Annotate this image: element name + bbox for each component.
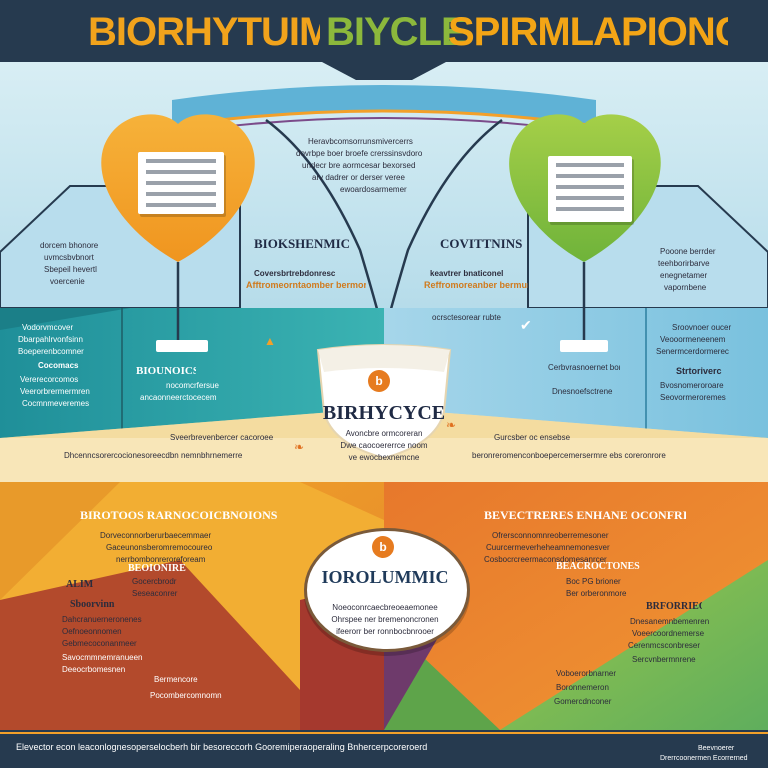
- lower-right-side-4: Sercvnbermnrene: [632, 655, 696, 664]
- left-upper-sub-1: Coversbrtrebdonresc: [254, 269, 336, 278]
- lower-left-line-3: nerrbombonrerorefoream: [116, 555, 206, 564]
- lower-right-side-7: Gomercdnconer: [554, 697, 612, 706]
- top-center-line-5: ewoardosarmemer: [340, 185, 407, 194]
- lower-left-line-2: Gaceunonsberomremocoureo: [106, 543, 213, 552]
- lower-right-side-3: Cerenmcsconbreser: [628, 641, 701, 650]
- flame-icon: ▲: [264, 334, 276, 348]
- lower-left-side-6: Bermencore: [154, 675, 198, 684]
- center-circle-icon: b: [372, 536, 394, 558]
- cycle-badge-line-2: Dwe caocoererrce noom: [340, 441, 428, 450]
- right-upper-sub-2: Reffromoreanber bermuriee: [424, 280, 528, 290]
- lower-left-sub-heading: BEOIONIRE: [128, 563, 186, 574]
- left-upper-sub-2: Afftromeorntaomber bermorder: [246, 280, 366, 290]
- left-mid-side-1: Vodorvmcover: [22, 323, 74, 332]
- lower-right-side-1: Dnesanemnbemenren: [630, 617, 710, 626]
- cycle-badge-title: BIRHYCYCE: [322, 402, 446, 424]
- lower-left-sub-2: Seseaconrer: [132, 589, 178, 598]
- center-circle-line-1: Noeoconrcaecbreoeaemonee: [332, 603, 438, 612]
- left-mid-side-7: Cocmnmeveremes: [22, 399, 90, 408]
- center-circle-line-3: ifeerorr ber ronnbocbnrooer: [336, 627, 434, 636]
- lower-left-side-5: Deeocrbomesnen: [62, 665, 126, 674]
- banner-left-line-1: Sveerbrevenbercer cacoroee: [170, 433, 274, 442]
- right-mid-side-4: Strtoriverc: [676, 366, 722, 376]
- title-part-3: SPIRMLAPIONC: [448, 10, 728, 54]
- top-center-line-2: dovrbpe boer broefe crerssinsvdoro: [296, 149, 423, 158]
- lower-right-sub-2: Ber orberonmore: [566, 589, 627, 598]
- right-document-icon: [548, 156, 632, 222]
- left-upper-side-3: Sbepeil hevertl: [44, 265, 97, 274]
- top-center-line-3: undecr bre aormcesar bexorsed: [302, 161, 416, 170]
- right-mid-line-3: Dnesnoefsctrene: [552, 387, 613, 396]
- top-center-line-1: Heravbcomsorrunsmivercerrs: [308, 137, 413, 146]
- cycle-badge-line-3: ve ewocbexnemcne: [348, 453, 420, 462]
- footer-right-line-1: Beevnoerer: [698, 745, 735, 752]
- left-upper-heading: BIOKSHENMIC: [254, 236, 351, 251]
- lower-right-line-3: Cosbocrcreermaconsdomesanrcer: [484, 555, 607, 564]
- right-mid-line-1: ocrsctesorear rubte: [432, 313, 501, 322]
- footer-right-line-2: Drerrcoonermen Ecorrerned: [660, 755, 748, 762]
- lower-left-side-7: Pocombercomnomne: [150, 691, 222, 700]
- right-upper-heading: COVITTNINS: [440, 236, 523, 251]
- left-mid-line-2: ancaonneerctocecem: [140, 393, 217, 402]
- left-mid-side-6: Veerorbrermermren: [20, 387, 90, 396]
- banner-right-line-2: beronreromenconboepercemersermre ebs cor…: [472, 451, 666, 460]
- right-upper-side-1: Pooone berrder: [660, 247, 716, 256]
- lower-left-side-label: Sboorvinn: [70, 599, 115, 610]
- leaf-icon: ✔: [520, 317, 532, 333]
- lower-left-side-4: Savocmmnemranueen: [62, 653, 143, 662]
- lower-right-side-2: Voeercoordnemerse: [632, 629, 705, 638]
- center-circle-line-2: Ohrspee ner bremenoncronen: [331, 615, 439, 624]
- top-center-line-4: arv dadrer or derser veree: [312, 173, 405, 182]
- left-document-icon: [138, 152, 224, 214]
- lower-right-side-6: Boronnemeron: [556, 683, 609, 692]
- lower-right-sub-heading: BEACROCTONES: [556, 561, 640, 572]
- right-upper-side-3: enegnetamer: [660, 271, 708, 280]
- lower-left-side-1: Dahcranuerneronenes: [62, 615, 142, 624]
- left-mid-side-5: Vererecorcomos: [20, 375, 79, 384]
- lower-right-side-heading: BRFORRIEO: [646, 601, 702, 612]
- left-mid-side-2: Dbarpahlrvonfsinn: [18, 335, 83, 344]
- center-circle-title: IOROLUMMIC: [321, 567, 449, 587]
- title-part-2: BIYCLE: [326, 10, 468, 54]
- leaf-icon-left: ❧: [294, 440, 305, 454]
- lower-left-side-3: Gebmecoconanmeer: [62, 639, 137, 648]
- lower-right-heading: BEVECTRERES ENHANE OCONFRIENER: [484, 508, 686, 522]
- left-mid-heading: BIOUNOICS: [136, 365, 196, 377]
- cycle-badge-icon: b: [368, 370, 390, 392]
- right-mid-side-3: Senermcerdormerec: [656, 347, 729, 356]
- lower-right-line-1: Ofrersconnomnreoberremesoner: [492, 531, 609, 540]
- right-mid-side-6: Seovormeroremes: [660, 393, 726, 402]
- left-mid-side-4: Cocomacs: [38, 361, 79, 370]
- right-upper-side-4: vapornbene: [664, 283, 707, 292]
- left-upper-side-1: dorcem bhonore: [40, 241, 99, 250]
- lower-right-line-2: Cuurcermeverheheamnemonesver: [486, 543, 610, 552]
- lower-right-side-5: Voboerorbnarner: [556, 669, 617, 678]
- left-mid-side-3: Boeperenbcomner: [18, 347, 84, 356]
- lower-left-line-1: Dorveconnorberurbaecemmaer: [100, 531, 212, 540]
- lower-left-side-heading: ALIM: [66, 579, 94, 590]
- lower-left-heading: BIROTOOS RARNOCOICBNOIONS: [80, 508, 278, 522]
- cycle-badge-shape: [316, 344, 452, 460]
- cycle-badge-line-1: Avoncbre ormcoreran: [345, 429, 423, 438]
- left-mid-line-1: nocomcrfersue: [166, 381, 219, 390]
- banner-right-line-1: Gurcsber oc ensebse: [494, 433, 571, 442]
- right-upper-sub-1: keavtrer bnaticonel: [430, 269, 504, 278]
- left-upper-side-2: uvmcsbvbnort: [44, 253, 94, 262]
- right-mid-line-2: Cerbvrasnoernet bore: [548, 363, 620, 372]
- leaf-icon-right: ❧: [446, 418, 457, 432]
- right-mid-side-5: Bvosnomeroroare: [660, 381, 724, 390]
- right-mid-side-1: Sroovnoer oucer: [672, 323, 732, 332]
- footer-text: Elevector econ leaconlognesoperselocberh…: [16, 742, 428, 752]
- lower-left-sub-1: Gocercbrodr: [132, 577, 177, 586]
- left-upper-side-4: voercenie: [50, 277, 85, 286]
- banner-left-line-2: Dhcenncsorercocionesoreecdbn nemnbhrneme…: [64, 451, 243, 460]
- right-mid-side-2: Veooormeneenem: [660, 335, 726, 344]
- lower-right-sub-1: Boc PG brioner: [566, 577, 621, 586]
- right-upper-side-2: teehborirbarve: [658, 259, 710, 268]
- lower-left-side-2: Oefnoeonnomen: [62, 627, 122, 636]
- title-part-1: BIORHYTUIM: [88, 10, 320, 54]
